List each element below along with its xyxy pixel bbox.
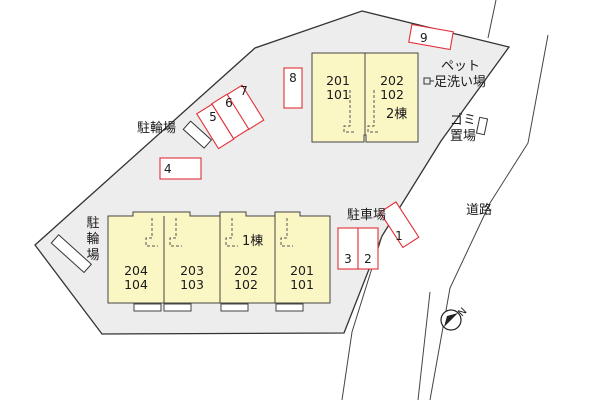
unit-1-4-lower: 101 — [290, 277, 314, 292]
north-arrow-icon: N — [440, 306, 469, 331]
stair-icon — [367, 90, 380, 133]
road-label: 道路 — [466, 202, 492, 218]
parking-lot-label: 駐車場 — [347, 208, 386, 223]
bicycle-parking-label-vertical-2: 輪 — [86, 231, 99, 247]
garbage-bin-icon — [475, 116, 489, 136]
stair-icon — [280, 218, 293, 247]
bicycle-parking-label: 駐輪場 — [137, 120, 176, 136]
bicycle-parking-label-vertical-1: 駐 — [86, 216, 99, 231]
parking-space-4: 4 — [159, 157, 202, 180]
svg-text:1: 1 — [395, 229, 403, 243]
pet-wash-label-line2: 足洗い場 — [434, 75, 486, 90]
parking-space-8: 8 — [283, 67, 303, 109]
bicycle-rack — [50, 234, 93, 274]
parking-space-2: 2 — [357, 227, 379, 270]
svg-text:6: 6 — [225, 96, 233, 110]
window-sill — [220, 303, 249, 312]
unit-1-3-upper: 202 — [234, 263, 258, 278]
building-1: 1棟 204 104 203 103 202 102 201 101 — [107, 211, 331, 312]
svg-text:2: 2 — [364, 252, 372, 266]
unit-1-4-upper: 201 — [290, 263, 314, 278]
window-sill — [133, 303, 162, 312]
parking-space-3: 3 — [337, 227, 359, 270]
svg-text:5: 5 — [209, 110, 217, 124]
unit-1-2-upper: 203 — [180, 263, 204, 278]
parking-space-9: 9 — [408, 23, 454, 51]
stair-icon — [225, 218, 238, 247]
unit-2-1-lower: 101 — [326, 87, 350, 102]
bicycle-rack — [182, 120, 213, 149]
unit-1-1-lower: 104 — [124, 277, 148, 292]
svg-text:7: 7 — [240, 84, 248, 98]
window-sill — [275, 303, 304, 312]
faucet-icon — [423, 77, 434, 85]
garbage-label-line2: 置場 — [450, 129, 476, 144]
stair-icon — [343, 90, 356, 133]
window-sill — [163, 303, 192, 312]
stair-icon — [145, 218, 158, 247]
stair-icon — [169, 218, 182, 247]
svg-text:8: 8 — [289, 71, 297, 85]
svg-text:4: 4 — [164, 162, 172, 176]
bicycle-parking-label-vertical-3: 場 — [86, 248, 99, 263]
unit-2-2-upper: 202 — [380, 73, 404, 88]
unit-2-1-upper: 201 — [326, 73, 350, 88]
garbage-label-line1: ゴミ — [450, 112, 476, 128]
unit-1-2-lower: 103 — [180, 277, 204, 292]
pet-wash-label-line1: ペット — [441, 59, 480, 74]
road-edge-line — [487, 0, 497, 39]
unit-1-1-upper: 204 — [124, 263, 148, 278]
building-2: 201 101 202 102 2棟 — [311, 52, 419, 143]
parking-space-5: 5 — [196, 103, 235, 150]
unit-1-3-lower: 102 — [234, 277, 258, 292]
building-1-name: 1棟 — [242, 234, 263, 249]
road-edge-line — [417, 291, 431, 400]
svg-text:3: 3 — [344, 252, 352, 266]
unit-2-2-lower: 102 — [380, 87, 404, 102]
svg-text:9: 9 — [420, 31, 428, 45]
parking-space-1: 1 — [379, 201, 420, 249]
building-2-name: 2棟 — [386, 107, 407, 122]
